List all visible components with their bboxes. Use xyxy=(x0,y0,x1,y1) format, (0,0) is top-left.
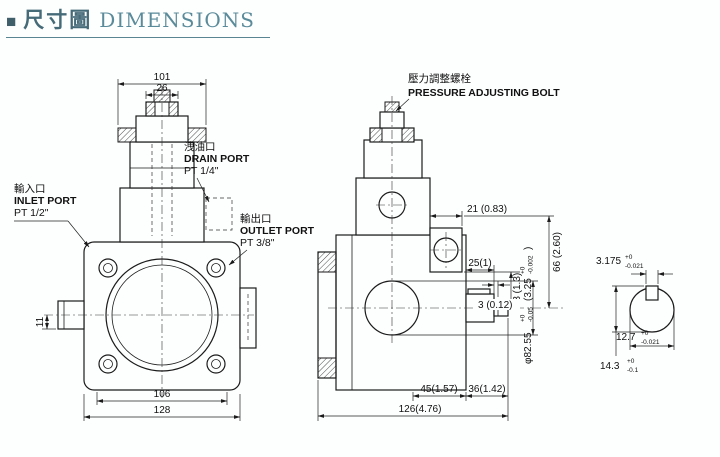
dim-text-106: 106 xyxy=(154,389,171,400)
dim-26: 26 xyxy=(145,83,179,99)
cap-seal-left xyxy=(145,101,156,117)
locknut-hatch-right xyxy=(401,127,415,143)
dim-21: 21 (0.83) xyxy=(429,204,507,226)
seal-tab-left xyxy=(117,127,137,143)
bolt-hole xyxy=(98,354,118,374)
outlet-port-zh: 輸出口 xyxy=(240,212,272,225)
side-view: 壓力調整螺栓 PRESSURE ADJUSTING BOLT 21 (0.83)… xyxy=(317,72,564,421)
dim-101: 101 xyxy=(117,72,207,125)
dim-text-101: 101 xyxy=(154,72,171,83)
bolt-hole xyxy=(206,258,226,278)
dia-mm-tol-bot: -0.05 xyxy=(528,307,535,322)
dim-text-45: 45(1.57) xyxy=(420,384,457,395)
inlet-port-label: 輸入口 INLET PORT PT 1/2" xyxy=(14,182,90,248)
dia-mm-tol-top: +0 xyxy=(520,314,527,322)
inlet-port-size: PT 1/2" xyxy=(14,207,49,219)
key-height-tol-top: +0 xyxy=(627,358,635,365)
dim-text-11: 11 xyxy=(35,316,46,327)
shaft-dia-text: 12.7 xyxy=(616,332,636,343)
outlet-port-label: 輸出口 OUTLET PORT PT 3/8" xyxy=(228,212,315,266)
valve-block-upper xyxy=(363,139,423,179)
shaft-dia-tol-top: +0 xyxy=(641,330,649,337)
dim-text-3: 3 (0.12) xyxy=(478,300,512,311)
page-header: ■ 尺寸圖 DIMENSIONS xyxy=(6,4,270,38)
flange-section-hatch-top xyxy=(317,251,337,273)
dim-text-126: 126(4.76) xyxy=(399,404,442,415)
key-width-tol-top: +0 xyxy=(625,254,633,261)
cap-seal-right xyxy=(168,101,179,117)
dim-3: 3 (0.12) xyxy=(476,281,520,311)
dim-text-66: 66 (2.60) xyxy=(552,232,563,272)
bolt-hole-inner xyxy=(211,359,221,369)
shaft-key xyxy=(467,288,491,295)
dim-text-128: 128 xyxy=(154,405,171,416)
dim-key-height: 14.3 +0 -0.1 xyxy=(600,285,650,374)
dim-25: 25(1) xyxy=(465,258,495,297)
bolt-hole xyxy=(206,354,226,374)
dim-text-33: 33 (1.3) xyxy=(512,273,523,307)
text-backing xyxy=(476,299,520,310)
title-bullet-icon: ■ xyxy=(6,12,17,31)
dia-in-tol-bot: -0.002 xyxy=(528,255,535,274)
dim-text-21: 21 (0.83) xyxy=(467,204,507,215)
dia-close-paren: ) xyxy=(523,247,534,250)
drain-port-en: DRAIN PORT xyxy=(184,153,250,165)
dim-128: 128 xyxy=(83,394,241,421)
bolt-hole-inner xyxy=(211,263,221,273)
key-height-text: 14.3 xyxy=(600,361,620,372)
outlet-port-size: PT 3/8" xyxy=(240,237,275,249)
dim-106: 106 xyxy=(96,389,228,405)
shaft-detail: 3.175 +0 -0.021 12.7 +0 -0.021 14.3 +0 -… xyxy=(596,254,675,374)
dim-11: 11 xyxy=(35,314,56,330)
inlet-port-zh: 輸入口 xyxy=(14,182,46,195)
pressure-bolt-label: 壓力調整螺栓 PRESSURE ADJUSTING BOLT xyxy=(395,72,560,112)
page-title-en: DIMENSIONS xyxy=(99,8,255,32)
leader-line xyxy=(196,177,210,203)
key-width-tol-bot: -0.021 xyxy=(625,263,644,270)
dim-text-36: 36(1.42) xyxy=(468,384,505,395)
leader-line xyxy=(67,220,90,248)
leader-line xyxy=(228,249,248,266)
key-width-text: 3.175 xyxy=(596,256,621,267)
outlet-port-en: OUTLET PORT xyxy=(240,225,315,237)
dim-45-36-126: 45(1.57) 36(1.42) 126(4.76) xyxy=(317,318,509,421)
bolt-hole xyxy=(98,258,118,278)
page-title-zh: 尺寸圖 xyxy=(23,9,93,32)
dia-in-tol-top: +0 xyxy=(520,266,527,274)
pressure-bolt-en: PRESSURE ADJUSTING BOLT xyxy=(408,87,560,99)
locknut-hatch-left xyxy=(369,127,383,143)
key-height-tol-bot: -0.1 xyxy=(627,367,639,374)
shaft-dia-tol-bot: -0.021 xyxy=(641,339,660,346)
keyway xyxy=(645,285,659,301)
leader-line xyxy=(395,98,410,112)
drain-hidden-boss xyxy=(205,197,233,231)
dim-shaft-diameter: 12.7 +0 -0.021 xyxy=(616,312,675,350)
dim-key-width: 3.175 +0 -0.021 xyxy=(596,254,673,284)
inlet-port-en: INLET PORT xyxy=(14,195,77,207)
bolt-hole-inner xyxy=(103,359,113,369)
dim-66: 66 (2.60) xyxy=(464,215,563,309)
bolt-hole-inner xyxy=(103,263,113,273)
seal-tab-right xyxy=(187,127,207,143)
drain-port-label: 洩油口 DRAIN PORT PT 1/4" xyxy=(184,140,250,203)
dim-text-25: 25(1) xyxy=(468,258,491,269)
front-view: 101 26 11 106 xyxy=(14,72,315,421)
dia-mm-text: φ82.55 xyxy=(523,332,534,364)
flange-section-hatch-bottom xyxy=(317,357,337,379)
drain-port-zh: 洩油口 xyxy=(184,140,216,153)
dim-text-26: 26 xyxy=(156,83,168,94)
drain-port-size: PT 1/4" xyxy=(184,165,219,177)
dia-in-text: (3.25 xyxy=(523,278,534,301)
pressure-bolt-zh: 壓力調整螺栓 xyxy=(408,72,471,85)
